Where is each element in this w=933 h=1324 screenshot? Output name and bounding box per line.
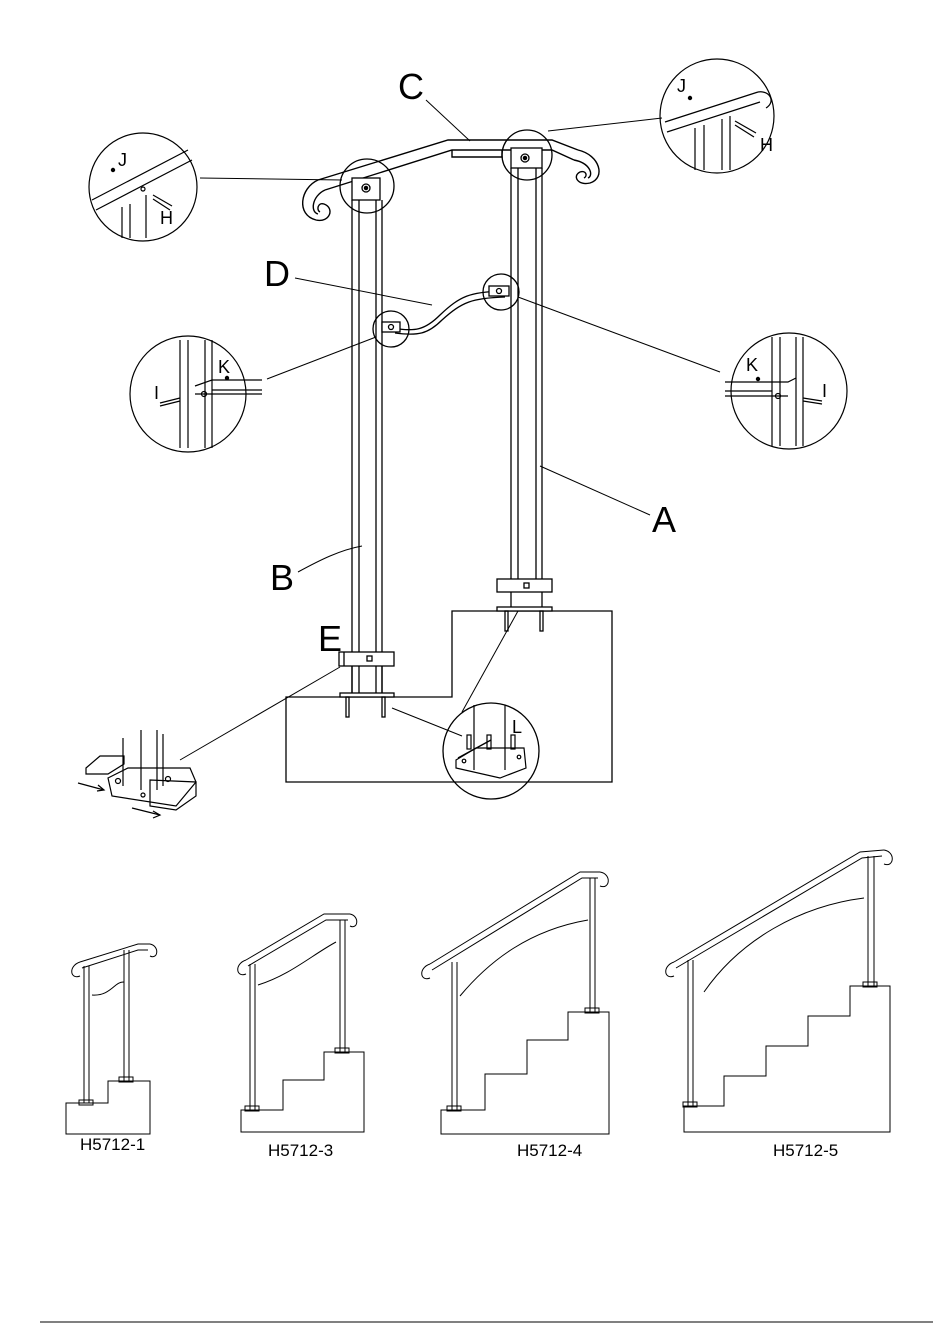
leader-lines — [180, 100, 720, 760]
label-d: D — [264, 253, 290, 294]
detail-foot-cover — [78, 730, 196, 818]
variant-h5712-4 — [422, 872, 609, 1134]
label-h-right: H — [760, 135, 773, 155]
model-label-4: H5712-4 — [517, 1141, 582, 1160]
variant-h5712-3 — [238, 914, 364, 1132]
model-labels: H5712-1 H5712-3 H5712-4 H5712-5 — [80, 1135, 838, 1160]
part-labels: C D A B E — [264, 66, 676, 659]
label-j-right: J — [677, 76, 686, 96]
label-a: A — [652, 499, 676, 540]
variant-h5712-1 — [66, 944, 157, 1134]
model-label-5: H5712-5 — [773, 1141, 838, 1160]
label-k-right: K — [746, 355, 758, 375]
label-c: C — [398, 66, 424, 107]
model-label-3: H5712-3 — [268, 1141, 333, 1160]
detail-top-left — [89, 133, 197, 241]
label-k-left: K — [218, 357, 230, 377]
handrail-c — [303, 140, 599, 220]
label-e: E — [318, 618, 342, 659]
detail-labels: J H J H K I K I L — [118, 76, 827, 737]
label-i-right: I — [822, 381, 827, 401]
label-h-left: H — [160, 208, 173, 228]
label-l: L — [512, 717, 522, 737]
label-j-left: J — [118, 150, 127, 170]
detail-base-plate — [456, 705, 526, 778]
variant-h5712-5 — [666, 850, 893, 1132]
label-b: B — [270, 557, 294, 598]
arched-brace-d — [373, 274, 519, 347]
post-b — [352, 200, 382, 693]
model-label-1: H5712-1 — [80, 1135, 145, 1154]
main-assembly — [180, 100, 720, 799]
detail-mid-left — [130, 336, 262, 452]
detail-mid-right — [725, 333, 847, 449]
post-a — [511, 168, 542, 580]
label-i-left: I — [154, 383, 159, 403]
